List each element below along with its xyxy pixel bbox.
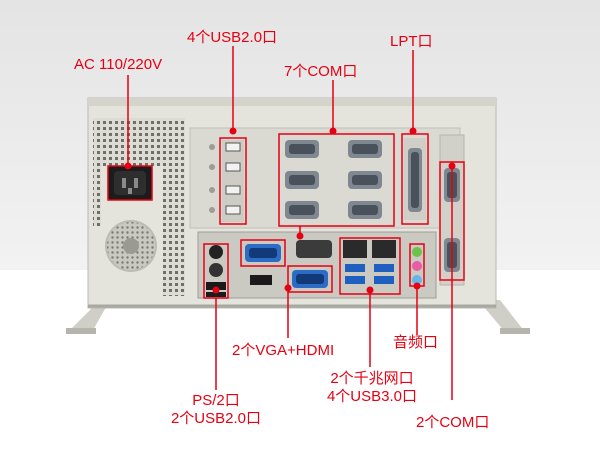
label-ps2-line2: 2个USB2.0口 [170, 410, 262, 427]
label-vga-hdmi: 2个VGA+HDMI [232, 342, 335, 359]
label-lan-line1: 2个千兆网口 [330, 370, 414, 387]
label-audio: 音频口 [393, 334, 439, 351]
label-ac-power: AC 110/220V [74, 56, 163, 73]
label-usb20-front: 4个USB2.0口 [187, 29, 278, 46]
label-usb30-line2: 4个USB3.0口 [326, 388, 418, 405]
label-com-2: 2个COM口 [416, 414, 490, 431]
label-com-7: 7个COM口 [284, 63, 358, 80]
label-ps2-line1: PS/2口 [192, 392, 240, 409]
label-lpt: LPT口 [390, 33, 433, 50]
